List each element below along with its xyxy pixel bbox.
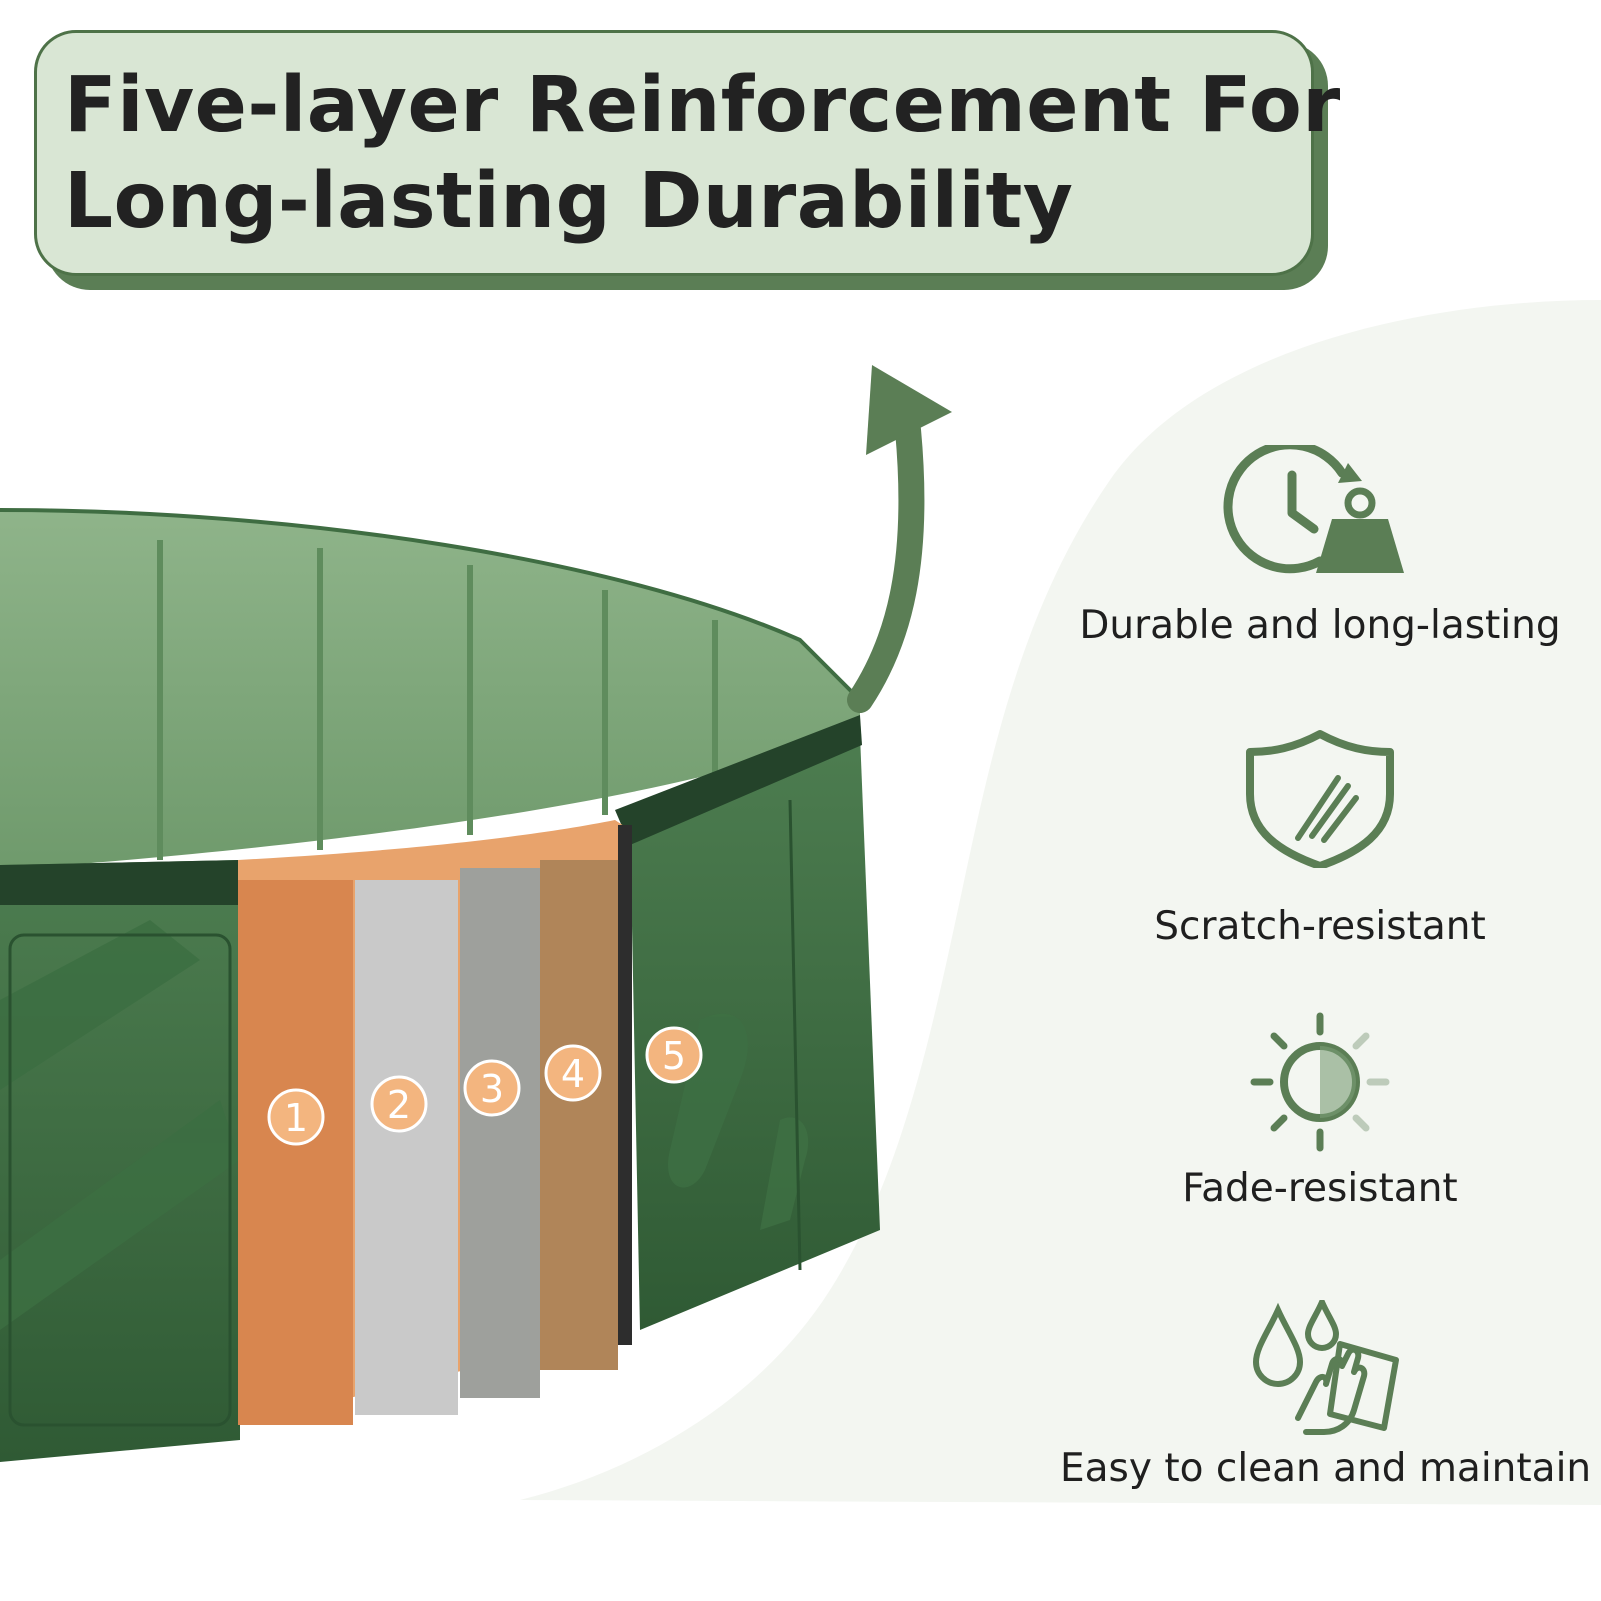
title-line-2: Long-lasting Durability — [64, 157, 1074, 246]
layer-badge-4: 4 — [544, 1044, 602, 1102]
layer-2-strip — [355, 880, 458, 1415]
layer-badge-1: 1 — [267, 1088, 325, 1146]
sun-fade-icon — [1250, 1012, 1390, 1152]
feature-label-scratch: Scratch-resistant — [1154, 904, 1486, 949]
feature-fade: Fade-resistant — [1060, 1012, 1580, 1211]
layer-badge-5: 5 — [645, 1026, 703, 1084]
page-title: Five-layer Reinforcement For Long-lastin… — [64, 58, 1341, 250]
title-banner — [34, 30, 1314, 276]
title-line-1: Five-layer Reinforcement For — [64, 61, 1341, 150]
layer-badge-2: 2 — [370, 1075, 428, 1133]
layer-cross-section — [238, 820, 632, 1425]
svg-text:4: 4 — [561, 1052, 585, 1096]
feature-scratch: Scratch-resistant — [1060, 728, 1580, 949]
pool-right-wall — [615, 715, 880, 1330]
layer-5-edge — [618, 825, 632, 1345]
feature-clean: Easy to clean and maintain — [1060, 1300, 1592, 1491]
svg-text:3: 3 — [480, 1067, 504, 1111]
clock-weight-icon — [1223, 445, 1404, 574]
layer-1-strip — [238, 880, 353, 1425]
layer-4-strip — [540, 860, 618, 1370]
feature-label-clean: Easy to clean and maintain — [1060, 1446, 1592, 1491]
svg-text:2: 2 — [387, 1083, 411, 1127]
layer-badge-3: 3 — [463, 1059, 521, 1117]
drops-wipe-icon — [1252, 1300, 1399, 1435]
feature-durable: Durable and long-lasting — [1060, 445, 1580, 648]
pool-inner-wall — [0, 508, 862, 870]
svg-text:5: 5 — [662, 1034, 686, 1078]
svg-text:1: 1 — [284, 1096, 308, 1140]
pool-front-wall — [0, 860, 240, 1462]
curved-arrow-icon — [847, 365, 952, 713]
feature-label-durable: Durable and long-lasting — [1079, 603, 1561, 648]
feature-label-fade: Fade-resistant — [1182, 1166, 1458, 1211]
shield-scratch-icon — [1246, 730, 1394, 868]
layer-3-strip — [460, 868, 540, 1398]
